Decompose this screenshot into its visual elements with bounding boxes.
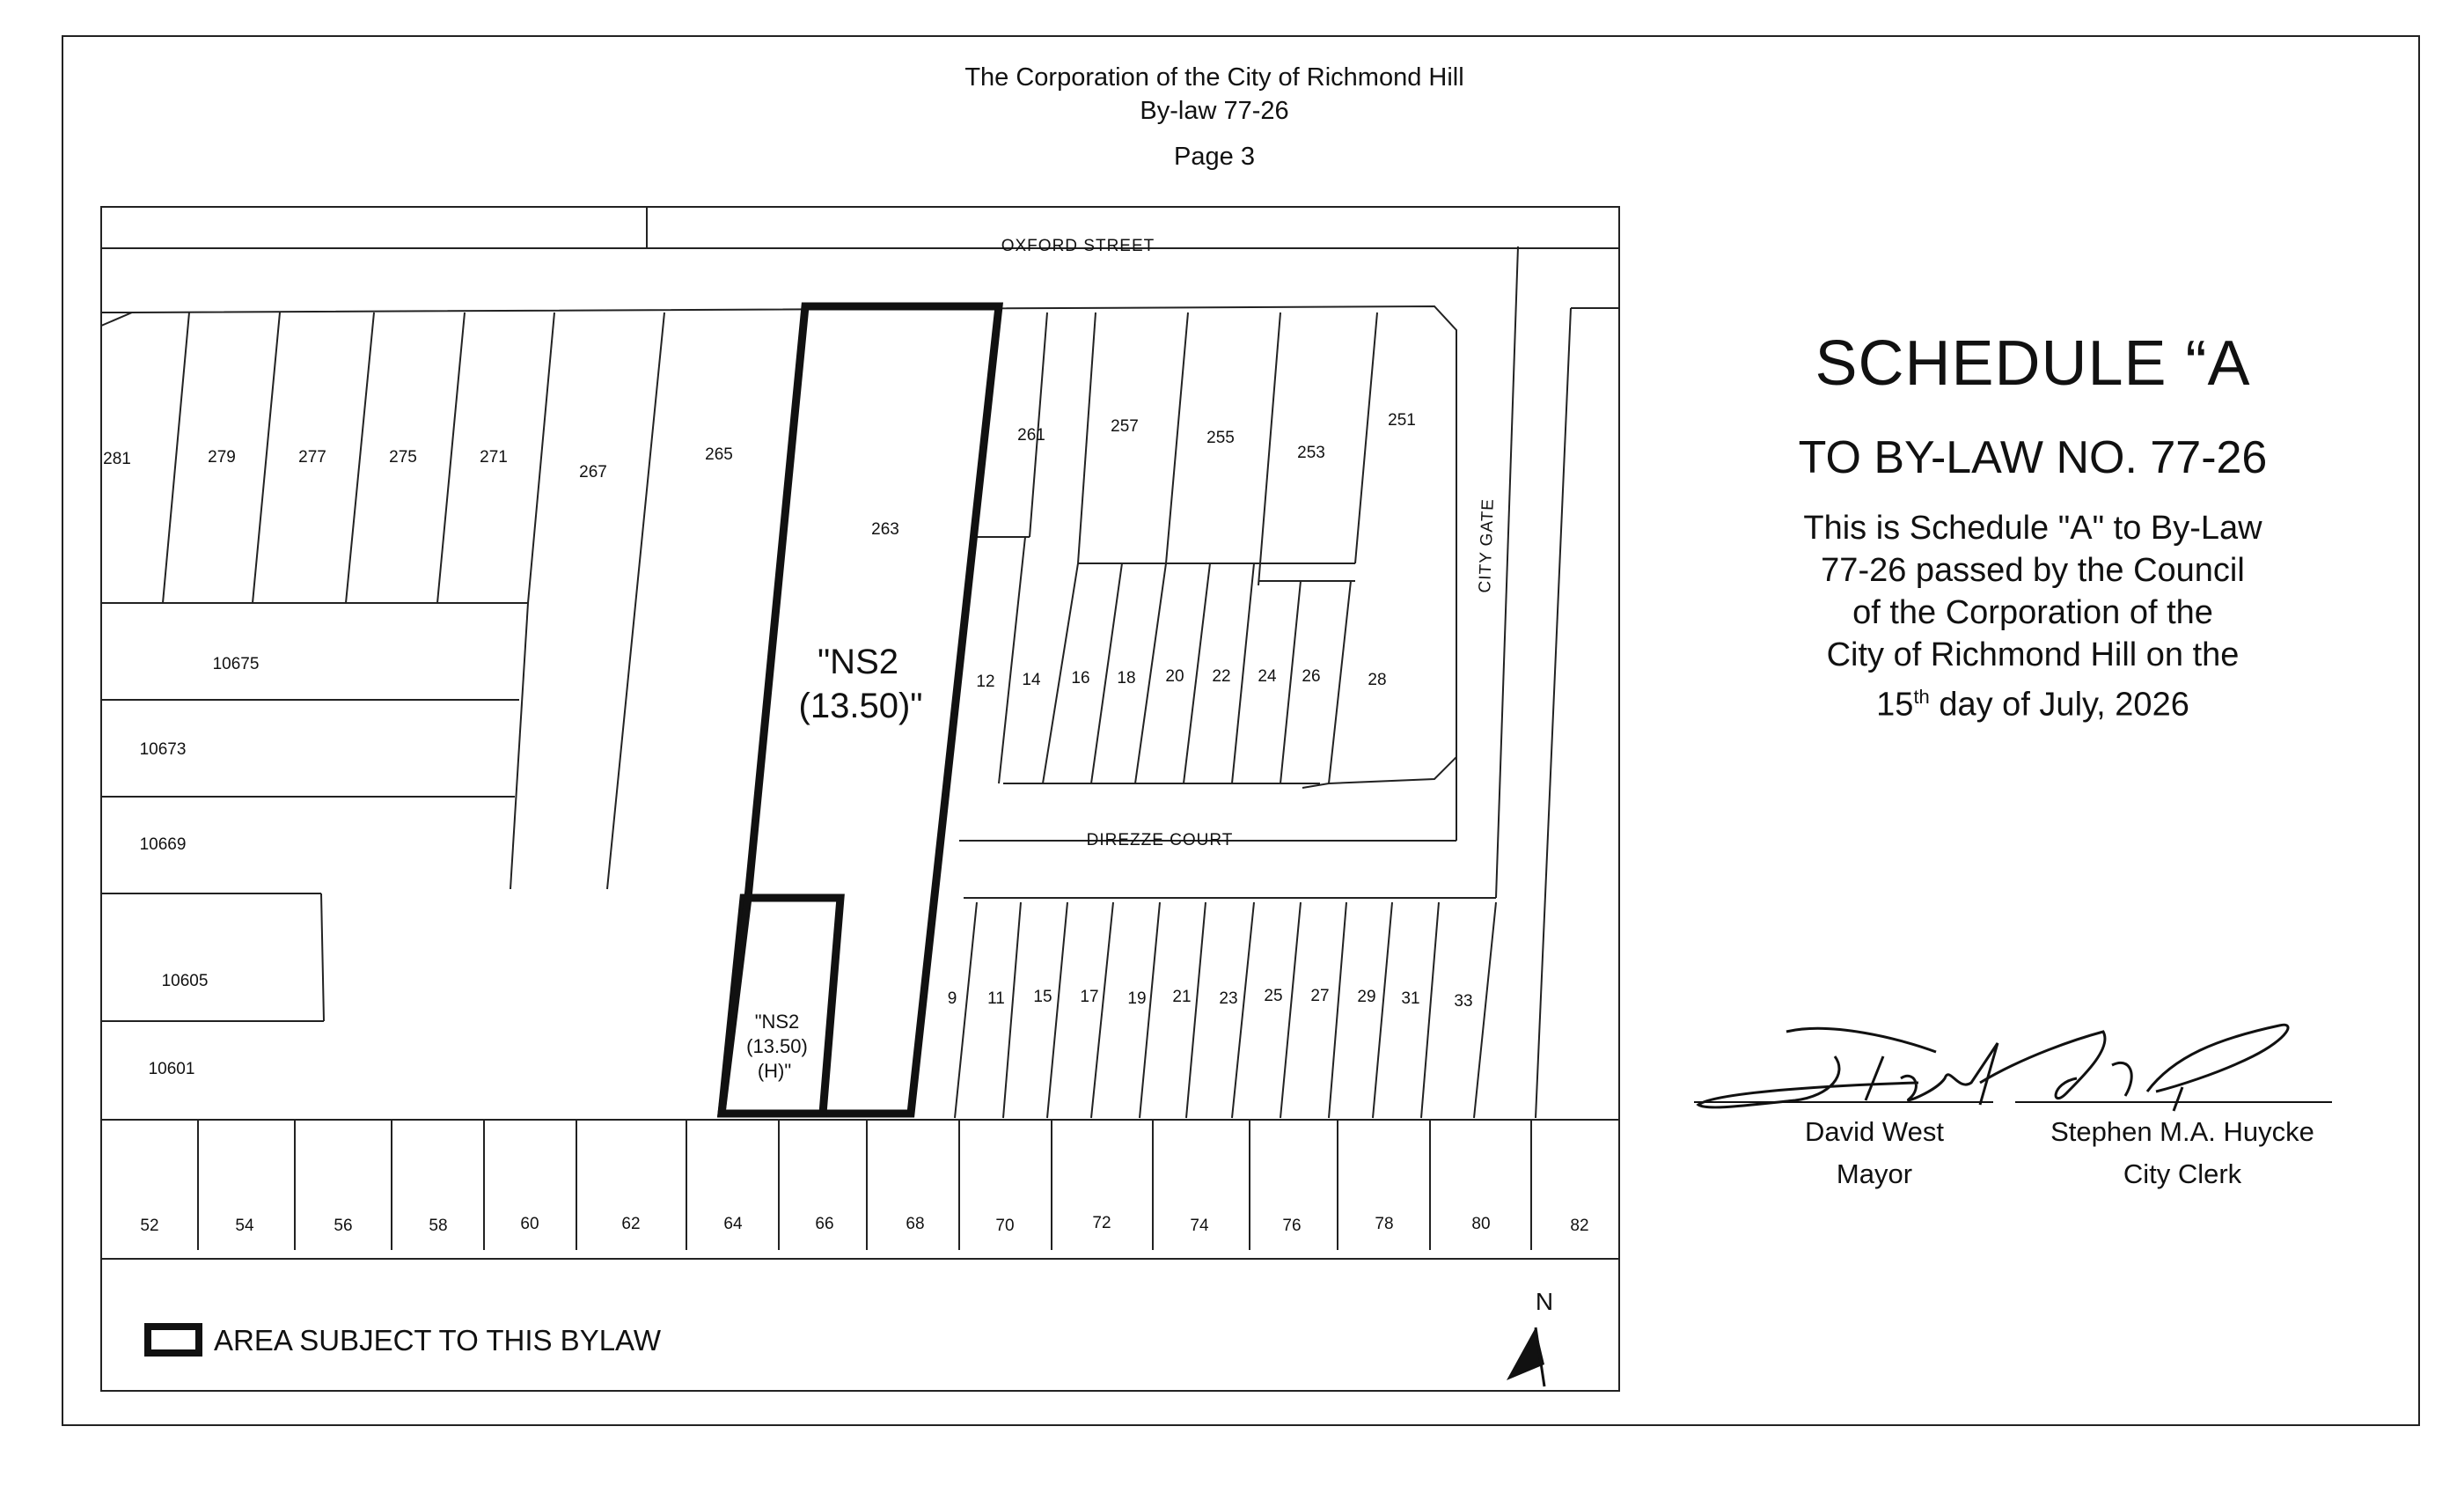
- lot-number: 271: [480, 448, 508, 467]
- lot-number: 21: [1172, 988, 1191, 1006]
- lot-number: 72: [1092, 1214, 1111, 1232]
- lot-number: 10673: [140, 740, 187, 759]
- lot-number: 64: [723, 1215, 743, 1233]
- lot-number: 33: [1454, 992, 1472, 1011]
- schedule-body-line: of the Corporation of the: [1852, 594, 2213, 631]
- clerk-signature-block: Stephen M.A. Huycke City Clerk: [2024, 1111, 2341, 1195]
- mayor-title: Mayor: [1836, 1158, 1913, 1189]
- lot-number: 16: [1071, 669, 1089, 688]
- lot-number: 25: [1264, 987, 1282, 1005]
- lot-number: 279: [208, 448, 236, 467]
- corporation-title: The Corporation of the City of Richmond …: [964, 63, 1464, 92]
- lot-number: 11: [987, 989, 1005, 1008]
- lot-number: 82: [1570, 1217, 1588, 1235]
- lot-number: 263: [871, 520, 899, 539]
- lot-number: 251: [1388, 411, 1416, 430]
- schedule-body: This is Schedule "A" to By-Law 77-26 pas…: [1672, 507, 2394, 726]
- lot-number: 80: [1471, 1215, 1490, 1233]
- signature-clerk-icon: [1979, 1023, 2332, 1112]
- date-day: 15: [1876, 686, 1914, 724]
- lot-number: 52: [140, 1217, 158, 1235]
- legend-swatch-icon: [144, 1323, 202, 1357]
- clerk-title: City Clerk: [2123, 1158, 2242, 1189]
- lot-number: 22: [1212, 667, 1230, 686]
- lot-number: 277: [298, 448, 326, 467]
- mayor-signature-block: David West Mayor: [1742, 1111, 2006, 1195]
- lot-number: 10601: [149, 1060, 195, 1078]
- legend-label: AREA SUBJECT TO THIS BYLAW: [214, 1324, 662, 1357]
- lot-number: 10605: [162, 972, 209, 990]
- zone-h-label-line1: "NS2: [755, 1011, 800, 1033]
- schedule-body-line: City of Richmond Hill on the: [1826, 636, 2240, 673]
- lot-number: 54: [235, 1217, 254, 1235]
- page-frame: [62, 35, 2420, 1426]
- lot-number: 56: [334, 1217, 352, 1235]
- oxford-street-label: OXFORD STREET: [1001, 237, 1155, 255]
- lot-number: 253: [1297, 444, 1325, 462]
- lot-number: 28: [1368, 671, 1386, 689]
- lot-number: 257: [1111, 417, 1139, 436]
- lot-number: 27: [1310, 987, 1329, 1005]
- lot-number: 255: [1206, 429, 1235, 447]
- lot-number: 15: [1033, 988, 1052, 1006]
- lot-number: 14: [1022, 671, 1041, 689]
- lot-number: 9: [948, 989, 957, 1008]
- bylaw-number: By-law 77-26: [1140, 97, 1289, 125]
- schedule-date-line: 15th day of July, 2026: [1672, 676, 2394, 726]
- subject-area-ns2-h: [716, 893, 845, 1118]
- legend: AREA SUBJECT TO THIS BYLAW: [144, 1323, 662, 1357]
- zone-h-label-line3: (H)": [758, 1060, 791, 1082]
- lot-number: 19: [1127, 989, 1146, 1008]
- zone-h-label-line2: (13.50): [746, 1035, 808, 1057]
- schedule-body-line: 77-26 passed by the Council: [1821, 552, 2245, 589]
- zone-label-line1: "NS2: [818, 643, 898, 681]
- lot-number: 12: [976, 673, 994, 691]
- lot-number: 267: [579, 463, 607, 482]
- lot-number: 29: [1357, 988, 1375, 1006]
- lot-number: 62: [621, 1215, 640, 1233]
- lot-number: 24: [1258, 667, 1277, 686]
- city-gate-label: CITY GATE: [1476, 498, 1498, 593]
- lot-number: 78: [1375, 1215, 1393, 1233]
- lot-number: 281: [103, 450, 131, 468]
- page-number: Page 3: [1174, 143, 1255, 171]
- lot-number: 261: [1017, 426, 1045, 445]
- lot-number: 60: [520, 1215, 539, 1233]
- lot-number: 76: [1282, 1217, 1301, 1235]
- north-arrow-icon: N: [1507, 1288, 1553, 1387]
- clerk-name: Stephen M.A. Huycke: [2050, 1116, 2314, 1147]
- lot-number: 10675: [213, 655, 260, 673]
- lot-number: 20: [1165, 667, 1184, 686]
- lot-number: 70: [995, 1217, 1014, 1235]
- lot-number: 265: [705, 445, 733, 464]
- lot-number: 275: [389, 448, 417, 467]
- schedule-title: SCHEDULE “A: [1815, 328, 2251, 399]
- lot-number: 74: [1190, 1217, 1209, 1235]
- lot-number: 18: [1117, 669, 1135, 688]
- city-gate-line: [1495, 246, 1519, 899]
- date-rest: day of July, 2026: [1929, 686, 2189, 724]
- direzze-court-label: DIREZZE COURT: [1087, 831, 1234, 849]
- zone-label-line2: (13.50)": [799, 687, 923, 725]
- date-ordinal: th: [1913, 686, 1930, 708]
- lot-number: 17: [1080, 988, 1098, 1006]
- lot-number: 10669: [140, 835, 187, 854]
- lot-number: 68: [906, 1215, 924, 1233]
- lot-number: 31: [1401, 989, 1419, 1008]
- lot-number: 58: [429, 1217, 447, 1235]
- signature-mayor-icon: [1694, 1026, 1999, 1109]
- schedule-subtitle: TO BY-LAW NO. 77-26: [1798, 432, 2268, 483]
- map-border: [100, 206, 1620, 1392]
- schedule-body-line: This is Schedule "A" to By-Law: [1803, 510, 2262, 547]
- lot-number: 23: [1219, 989, 1237, 1008]
- mayor-name: David West: [1805, 1116, 1944, 1147]
- north-label: N: [1536, 1288, 1553, 1315]
- lot-number: 26: [1302, 667, 1320, 686]
- lot-number: 66: [815, 1215, 833, 1233]
- top-block-outline: [100, 305, 1457, 789]
